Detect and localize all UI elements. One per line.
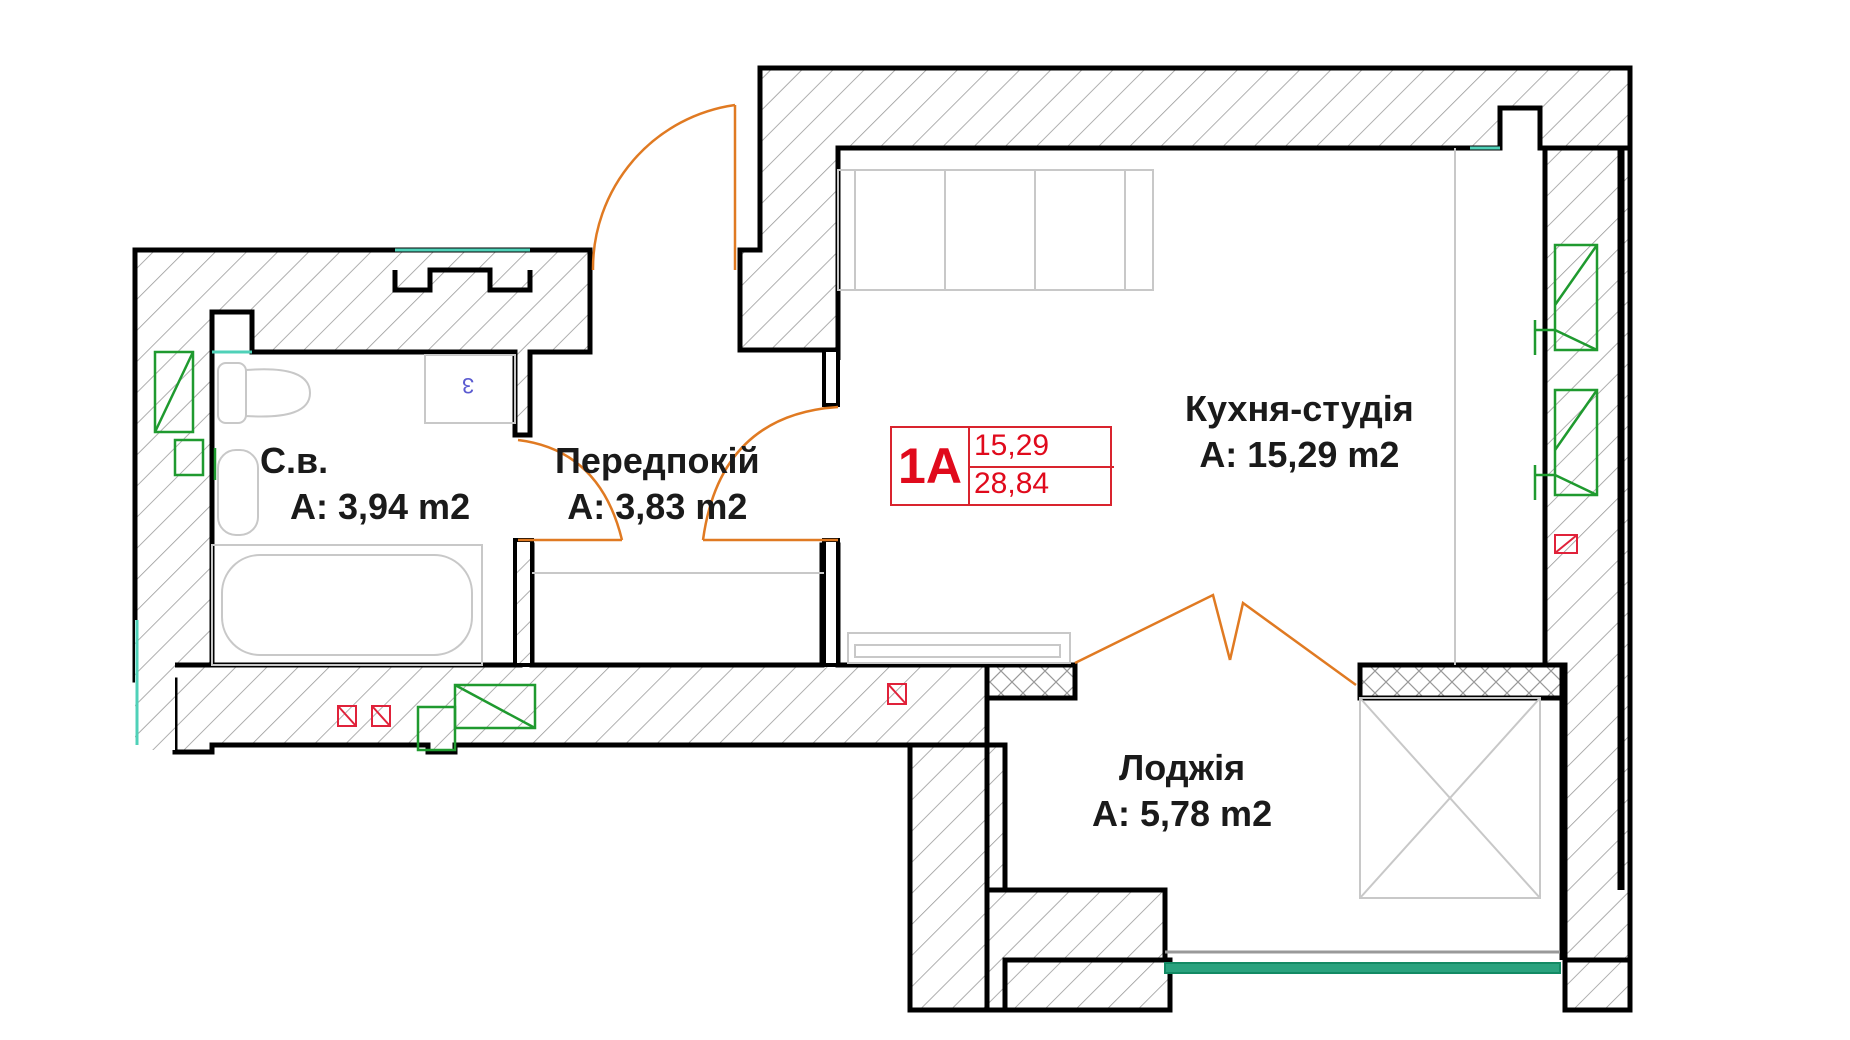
vent-duct-right-2 [1533, 388, 1599, 500]
apartment-tag: 1A 15,29 28,84 [890, 426, 1114, 506]
sink-icon [217, 449, 259, 536]
kitchen-door [701, 405, 839, 542]
toilet-icon [217, 362, 312, 424]
room-area: A: 3,83 m2 [567, 486, 748, 527]
apartment-total-area: 28,84 [974, 467, 1050, 500]
fixture-marker: 3 [462, 373, 475, 398]
bathtub-icon [211, 544, 483, 666]
room-name: Лоджія [1118, 747, 1246, 788]
wall-top [737, 65, 1633, 353]
entrance-door [591, 103, 737, 271]
apartment-living-area: 15,29 [970, 428, 1114, 468]
parapet-left [984, 662, 1078, 701]
room-label-loggia: Лоджія A: 5,78 m2 [1092, 745, 1272, 837]
parapet-right [1357, 662, 1565, 701]
room-label-bathroom: С.в. A: 3,94 m2 [260, 438, 470, 530]
room-name: Кухня-студія [1185, 388, 1414, 429]
vent-duct-bottom [416, 683, 537, 752]
apartment-id: 1A [892, 428, 970, 504]
room-label-hallway: Передпокій A: 3,83 m2 [555, 438, 760, 530]
socket-icon [337, 534, 1578, 727]
radiator [847, 632, 1071, 664]
bathroom-door [517, 438, 624, 542]
wall-left [132, 247, 1173, 1013]
room-name: С.в. [260, 440, 329, 481]
vent-duct-right-1 [1533, 243, 1599, 355]
room-area: A: 3,94 m2 [290, 486, 471, 527]
room-area: A: 5,78 m2 [1092, 793, 1273, 834]
vent-duct-left [153, 350, 217, 480]
window-loggia [1164, 950, 1561, 974]
loggia-double-door [1074, 593, 1357, 687]
room-area: A: 15,29 m2 [1199, 434, 1400, 475]
window-bathroom [212, 248, 530, 354]
room-name: Передпокій [555, 440, 760, 481]
water-heater-box [424, 354, 516, 424]
loggia-storage [1359, 697, 1541, 899]
kitchen-counter [837, 169, 1154, 291]
room-label-kitchen-studio: Кухня-студія A: 15,29 m2 [1185, 386, 1414, 478]
wall-right [1540, 68, 1633, 1013]
